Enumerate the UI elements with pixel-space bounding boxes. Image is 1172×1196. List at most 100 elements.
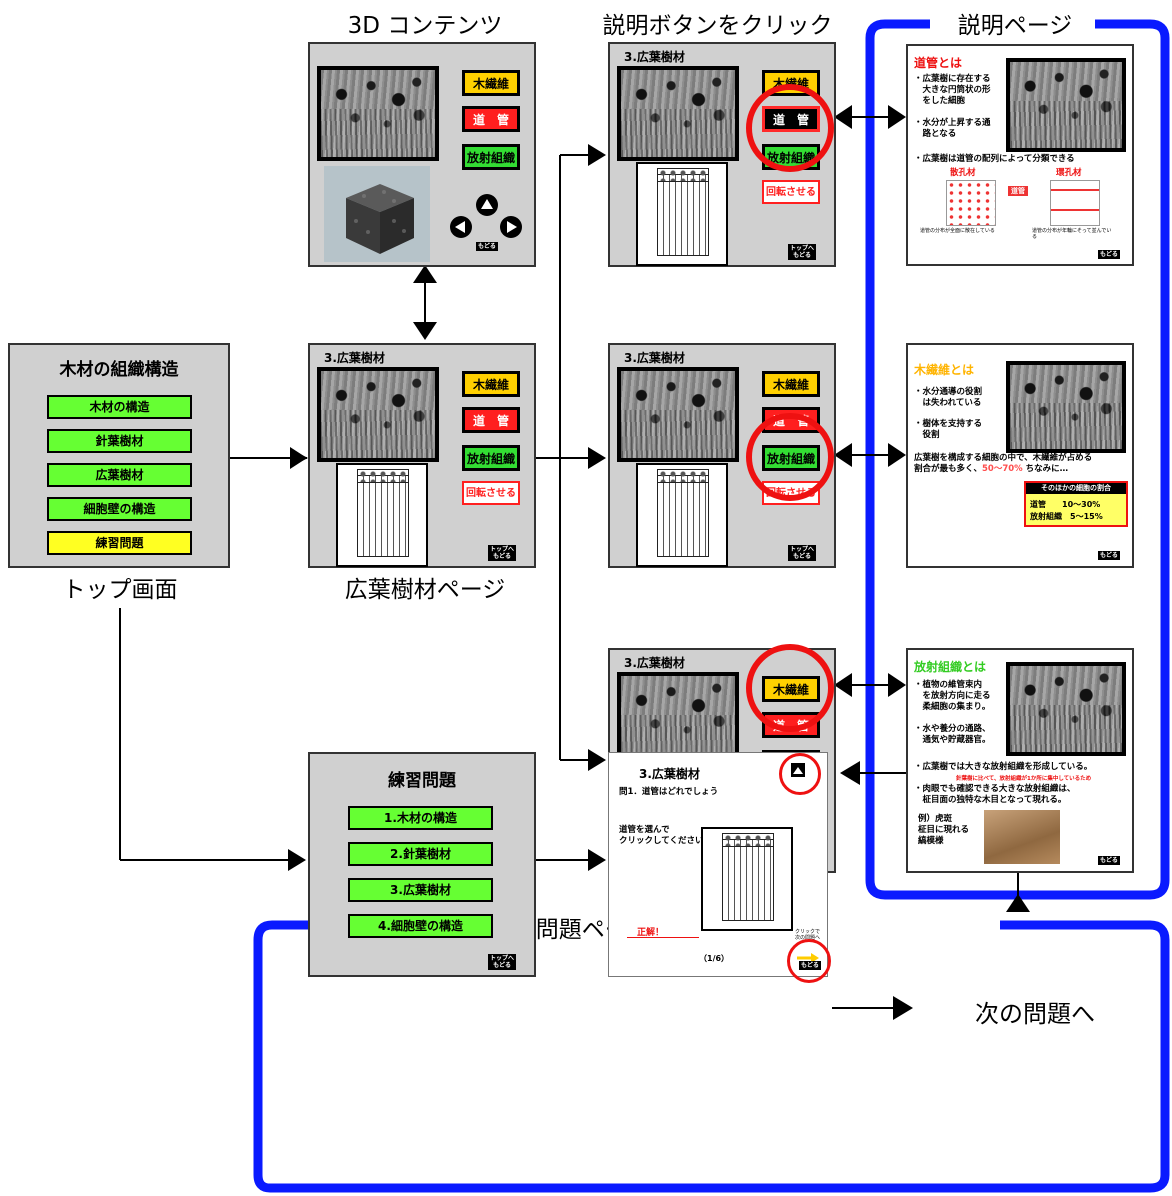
back-button[interactable]: もどる	[1098, 250, 1120, 259]
ray-tissue-button[interactable]: 放射組織	[462, 144, 520, 170]
page-title: 3.広葉樹材	[624, 50, 685, 64]
practice-title: 練習問題	[388, 771, 456, 791]
content-panel-ray: 3.広葉樹材 木繊維 道 管 放射組織 回転させる トップへ もどる	[608, 343, 836, 568]
wood-fiber-button[interactable]: 木繊維	[462, 70, 520, 96]
micrograph-image	[617, 367, 739, 462]
other-cells-row: 道管 10～30%	[1030, 500, 1101, 509]
3d-content-panel: 木繊維 道 管 放射組織 もどる	[308, 42, 536, 267]
rotate-arrow-left-icon[interactable]	[450, 216, 472, 238]
ring-porous-diagram	[1050, 180, 1100, 226]
highlight-ring	[779, 753, 821, 795]
back-button[interactable]: もどる	[476, 242, 498, 251]
menu-softwood[interactable]: 針葉樹材	[47, 429, 192, 453]
caption-top-screen: トップ画面	[62, 577, 178, 603]
micrograph-image	[1006, 361, 1126, 453]
highlight-ring	[787, 939, 831, 983]
menu-wood-structure[interactable]: 木材の構造	[47, 395, 192, 419]
content-panel-vessel: 3.広葉樹材 木繊維 道 管 放射組織 回転させる トップへ もどる	[608, 42, 836, 267]
practice-menu-panel: 練習問題 1.木材の構造 2.針葉樹材 3.広葉樹材 4.細胞壁の構造 トップへ…	[308, 752, 536, 977]
micrograph-image	[1006, 662, 1126, 756]
wood-grain-photo	[984, 810, 1060, 864]
back-button[interactable]: もどる	[799, 961, 821, 970]
practice-frame	[253, 920, 1170, 1193]
micrograph-image	[617, 66, 739, 161]
top-screen-title: 木材の組織構造	[59, 360, 179, 380]
highlight-ring	[746, 413, 834, 501]
rotate-arrow-right-icon[interactable]	[500, 216, 522, 238]
explain-text: ・広葉樹に存在する 大きな円筒状の形 をした細胞	[914, 74, 991, 106]
page-title: 3.広葉樹材	[624, 656, 685, 670]
question-text: 問1．道管はどれでしょう	[619, 787, 719, 797]
vessel-center-label: 道管	[1008, 186, 1028, 196]
practice-menu-item[interactable]: 2.針葉樹材	[348, 842, 493, 866]
rotate-button[interactable]: 回転させる	[462, 481, 520, 505]
page-title: 3.広葉樹材	[624, 351, 685, 365]
back-to-top-button[interactable]: トップへ もどる	[788, 545, 817, 561]
other-cells-row: 放射組織 5～15%	[1030, 512, 1103, 521]
caption-broadleaf-page: 広葉樹材ページ	[344, 577, 506, 603]
back-button[interactable]: もどる	[1098, 856, 1120, 865]
explain-fiber-panel: 木繊維とは ・水分通導の役割 は失われている ・樹体を支持する 役割 広葉樹を構…	[906, 343, 1134, 568]
explain-text: ・水分通導の役割 は失われている	[914, 387, 983, 408]
practice-menu-item[interactable]: 3.広葉樹材	[348, 878, 493, 902]
top-screen-panel: 木材の組織構造 木材の構造 針葉樹材 広葉樹材 細胞壁の構造 練習問題	[8, 343, 230, 568]
explain-text: ・植物の維管束内 を放射方向に走る 柔細胞の集まり。	[914, 680, 991, 712]
highlight-ring	[746, 644, 834, 732]
practice-menu-item[interactable]: 1.木材の構造	[348, 806, 493, 830]
explain-text: ・広葉樹は道管の配列によって分類できる	[914, 154, 1075, 164]
question-instruction: 道管を選んで クリックしてください	[619, 825, 704, 846]
3d-block-diagram[interactable]	[701, 827, 793, 931]
explain-heading: 道管とは	[914, 56, 963, 70]
explain-text: ・広葉樹では大きな放射組織を形成している。	[914, 762, 1093, 772]
correct-label: 正解！	[637, 928, 665, 938]
question-panel: 3.広葉樹材 問1．道管はどれでしょう 道管を選んで クリックしてください 正解…	[608, 752, 831, 983]
page-indicator: （1/6）	[699, 954, 730, 963]
caption-3d-contents: 3D コンテンツ	[347, 13, 503, 39]
explain-text: 広葉樹を構成する細胞の中で、木繊維が占める 割合が最も多く、50～70% ちなみ…	[914, 453, 1093, 474]
page-title: 3.広葉樹材	[324, 351, 385, 365]
rotate-button[interactable]: 回転させる	[762, 180, 820, 204]
diffuse-porous-label: 散孔材	[950, 168, 976, 178]
wood-fiber-button[interactable]: 木繊維	[462, 371, 520, 397]
explain-text: ・水分が上昇する通 路となる	[914, 118, 991, 139]
other-cells-box-title: そのほかの細胞の割合	[1026, 483, 1126, 494]
other-cells-box: そのほかの細胞の割合 道管 10～30% 放射組織 5～15%	[1024, 481, 1128, 527]
back-to-top-button[interactable]: トップへ もどる	[488, 954, 517, 970]
question-title: 3.広葉樹材	[639, 767, 700, 781]
rotate-arrow-up-icon[interactable]	[476, 194, 498, 216]
explain-text: ・水や養分の通路、 通気や貯蔵器官。	[914, 724, 991, 745]
ring-porous-label: 環孔材	[1056, 168, 1082, 178]
micrograph-image	[317, 66, 439, 161]
explain-heading: 木繊維とは	[914, 363, 975, 377]
broadleaf-panel: 3.広葉樹材 木繊維 道 管 放射組織 回転させる トップへ もどる	[308, 343, 536, 568]
back-button[interactable]: もどる	[1098, 551, 1120, 560]
vessel-button[interactable]: 道 管	[462, 407, 520, 433]
ray-tissue-button[interactable]: 放射組織	[462, 445, 520, 471]
ring-note: 道管の分布が年輪にそって並んでいる	[1032, 228, 1112, 240]
explain-heading: 放射組織とは	[914, 660, 987, 674]
3d-cube-image	[324, 166, 430, 262]
explain-text: ・肉眼でも確認できる大きな放射組織は、 柾目面の独特な木目となって現れる。	[914, 784, 1076, 805]
diffuse-note: 道管の分布が全面に散在している	[920, 228, 995, 234]
explain-vessel-panel: 道管とは ・広葉樹に存在する 大きな円筒状の形 をした細胞 ・水分が上昇する通 …	[906, 44, 1134, 266]
back-to-top-button[interactable]: トップへ もどる	[788, 244, 817, 260]
caption-next-question: 次の問題へ	[975, 1000, 1095, 1028]
highlight-ring	[746, 84, 834, 172]
menu-hardwood[interactable]: 広葉樹材	[47, 463, 192, 487]
diffuse-porous-diagram	[946, 180, 996, 226]
back-to-top-button[interactable]: トップへ もどる	[488, 545, 517, 561]
explain-ray-panel: 放射組織とは ・植物の維管束内 を放射方向に走る 柔細胞の集まり。 ・水や養分の…	[906, 648, 1134, 873]
wood-fiber-button[interactable]: 木繊維	[762, 371, 820, 397]
explain-text: 例）虎斑 柾目に現れる 縞模様	[918, 814, 970, 846]
practice-menu-item[interactable]: 4.細胞壁の構造	[348, 914, 493, 938]
explain-note: 針葉樹に比べて、放射組織が1か所に集中しているため	[956, 776, 1092, 782]
menu-cell-wall[interactable]: 細胞壁の構造	[47, 497, 192, 521]
vessel-button[interactable]: 道 管	[462, 106, 520, 132]
caption-explain-page: 説明ページ	[935, 6, 1095, 40]
3d-block-diagram	[336, 463, 428, 567]
menu-practice[interactable]: 練習問題	[47, 531, 192, 555]
caption-click-explain: 説明ボタンをクリック	[602, 13, 833, 39]
correct-underline	[627, 937, 699, 938]
next-small-label[interactable]: クリックで 次の問題へ	[795, 929, 821, 941]
